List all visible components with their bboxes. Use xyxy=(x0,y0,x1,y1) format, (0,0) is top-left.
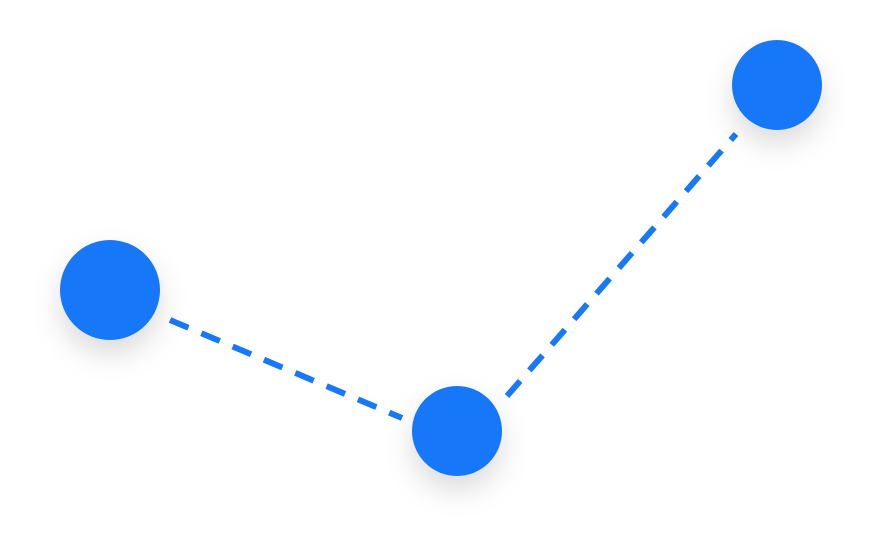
node-top-right[interactable] xyxy=(732,40,822,130)
nodes-group xyxy=(60,40,822,476)
node-left[interactable] xyxy=(60,240,160,340)
edges-group xyxy=(168,132,739,421)
edge-bottom-to-top-right xyxy=(504,132,739,398)
node-bottom[interactable] xyxy=(412,386,502,476)
edge-left-to-bottom xyxy=(168,317,404,421)
